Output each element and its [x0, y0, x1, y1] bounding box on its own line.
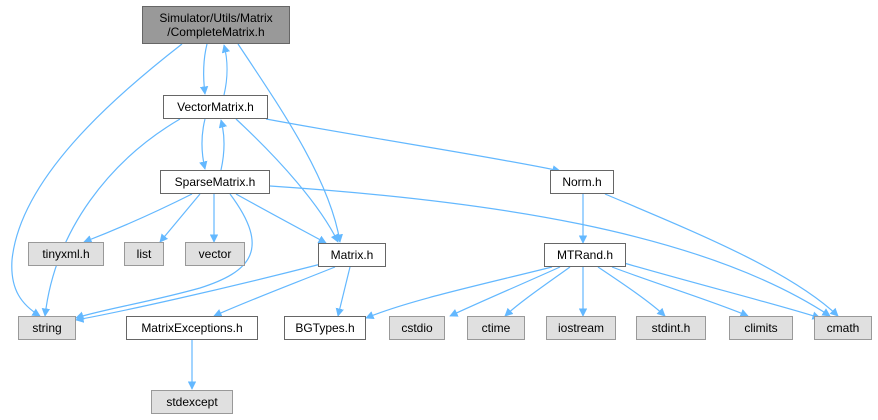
- node-sparse-matrix[interactable]: SparseMatrix.h: [160, 170, 270, 194]
- edge-root-to-matrix: [237, 43, 343, 243]
- edge-sparsematrix-to-string: [75, 193, 253, 320]
- node-ctime-label: ctime: [481, 321, 511, 335]
- node-stdexcept-label: stdexcept: [166, 395, 218, 409]
- node-norm-label: Norm.h: [562, 175, 602, 189]
- edge-matrix-to-bgtypes: [335, 266, 351, 317]
- node-cstdio: cstdio: [389, 316, 445, 340]
- node-vector-matrix-label: VectorMatrix.h: [177, 100, 254, 114]
- node-bgtypes[interactable]: BGTypes.h: [284, 316, 366, 340]
- edge-root-to-string: [11, 43, 183, 317]
- node-stdexcept: stdexcept: [151, 390, 233, 414]
- node-stdint: stdint.h: [636, 316, 706, 340]
- edge-mtrand-to-cstdio: [449, 266, 561, 317]
- node-iostream: iostream: [546, 316, 616, 340]
- edge-root-to-vectormatrix: [199, 43, 209, 95]
- node-string-label: string: [32, 321, 62, 335]
- node-complete-matrix-label: Simulator/Utils/Matrix /CompleteMatrix.h: [159, 11, 273, 39]
- node-list-label: list: [136, 247, 152, 261]
- node-list: list: [124, 242, 164, 266]
- node-string: string: [18, 316, 76, 340]
- edge-mtrand-to-ctime: [504, 266, 571, 317]
- node-vector-label: vector: [198, 247, 232, 261]
- node-iostream-label: iostream: [557, 321, 604, 335]
- edge-vectormatrix-to-root: [221, 44, 231, 96]
- edge-mtrand-to-cmath: [623, 262, 821, 320]
- node-stdint-label: stdint.h: [651, 321, 691, 335]
- node-cstdio-label: cstdio: [401, 321, 433, 335]
- node-matrix-exceptions[interactable]: MatrixExceptions.h: [126, 316, 258, 340]
- node-cmath-label: cmath: [826, 321, 860, 335]
- edge-sparsematrix-to-cmath: [269, 185, 831, 317]
- edge-vectormatrix-to-string: [41, 118, 181, 317]
- node-norm[interactable]: Norm.h: [550, 170, 614, 194]
- node-tinyxml: tinyxml.h: [28, 242, 104, 266]
- edge-vectormatrix-to-norm: [265, 118, 561, 174]
- node-cmath: cmath: [814, 316, 872, 340]
- node-tinyxml-label: tinyxml.h: [42, 247, 90, 261]
- node-bgtypes-label: BGTypes.h: [295, 321, 355, 335]
- edge-vectormatrix-to-matrix: [235, 118, 339, 243]
- node-mtrand[interactable]: MTRand.h: [544, 243, 626, 267]
- node-climits-label: climits: [744, 321, 778, 335]
- edge-sparsematrix-to-vectormatrix: [218, 119, 228, 171]
- edge-mtrand-to-stdint: [597, 266, 666, 317]
- node-complete-matrix[interactable]: Simulator/Utils/Matrix /CompleteMatrix.h: [142, 6, 290, 44]
- edge-mtrand-to-bgtypes: [365, 266, 553, 320]
- node-ctime: ctime: [467, 316, 525, 340]
- edge-sparsematrix-to-matrix: [235, 193, 327, 244]
- node-matrix[interactable]: Matrix.h: [318, 243, 386, 267]
- edge-sparsematrix-to-list: [159, 193, 201, 243]
- node-matrix-label: Matrix.h: [330, 248, 374, 262]
- node-matrix-exceptions-label: MatrixExceptions.h: [141, 321, 243, 335]
- node-mtrand-label: MTRand.h: [556, 248, 614, 262]
- edge-norm-to-cmath: [604, 193, 839, 317]
- node-vector: vector: [185, 242, 245, 266]
- edge-matrix-to-string: [75, 262, 326, 323]
- edge-sparsematrix-to-tinyxml: [83, 193, 193, 244]
- edge-matrix-to-matrixexceptions: [213, 266, 336, 317]
- edge-mtrand-to-climits: [611, 266, 749, 317]
- edge-vectormatrix-to-sparsematrix: [199, 118, 208, 170]
- node-climits: climits: [729, 316, 793, 340]
- node-sparse-matrix-label: SparseMatrix.h: [174, 175, 256, 189]
- node-vector-matrix[interactable]: VectorMatrix.h: [163, 95, 268, 119]
